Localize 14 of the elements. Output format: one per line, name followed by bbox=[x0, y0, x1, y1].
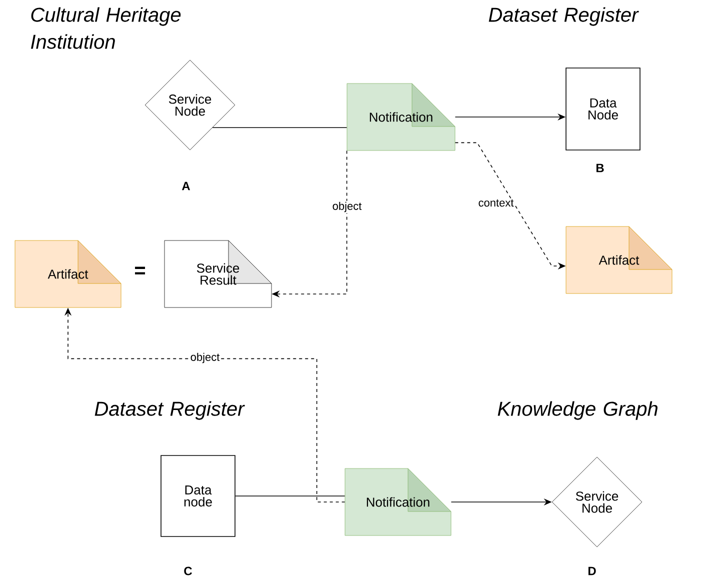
heading: Cultural Heritage Institution bbox=[30, 7, 181, 49]
equals-sign: = bbox=[135, 266, 146, 274]
edge-label: context bbox=[477, 198, 515, 208]
edge-label: object bbox=[331, 200, 363, 214]
box: Data node bbox=[160, 455, 236, 537]
node-letter: C bbox=[184, 566, 192, 576]
node-letter: B bbox=[596, 164, 604, 172]
edge-label: object bbox=[189, 352, 221, 364]
heading: Knowledge Graph bbox=[498, 401, 658, 420]
box: Data Node bbox=[566, 68, 640, 150]
node-letter: D bbox=[588, 566, 596, 576]
heading: Dataset Register bbox=[94, 401, 245, 420]
heading: Dataset Register bbox=[488, 7, 639, 26]
node-letter: A bbox=[182, 182, 190, 190]
